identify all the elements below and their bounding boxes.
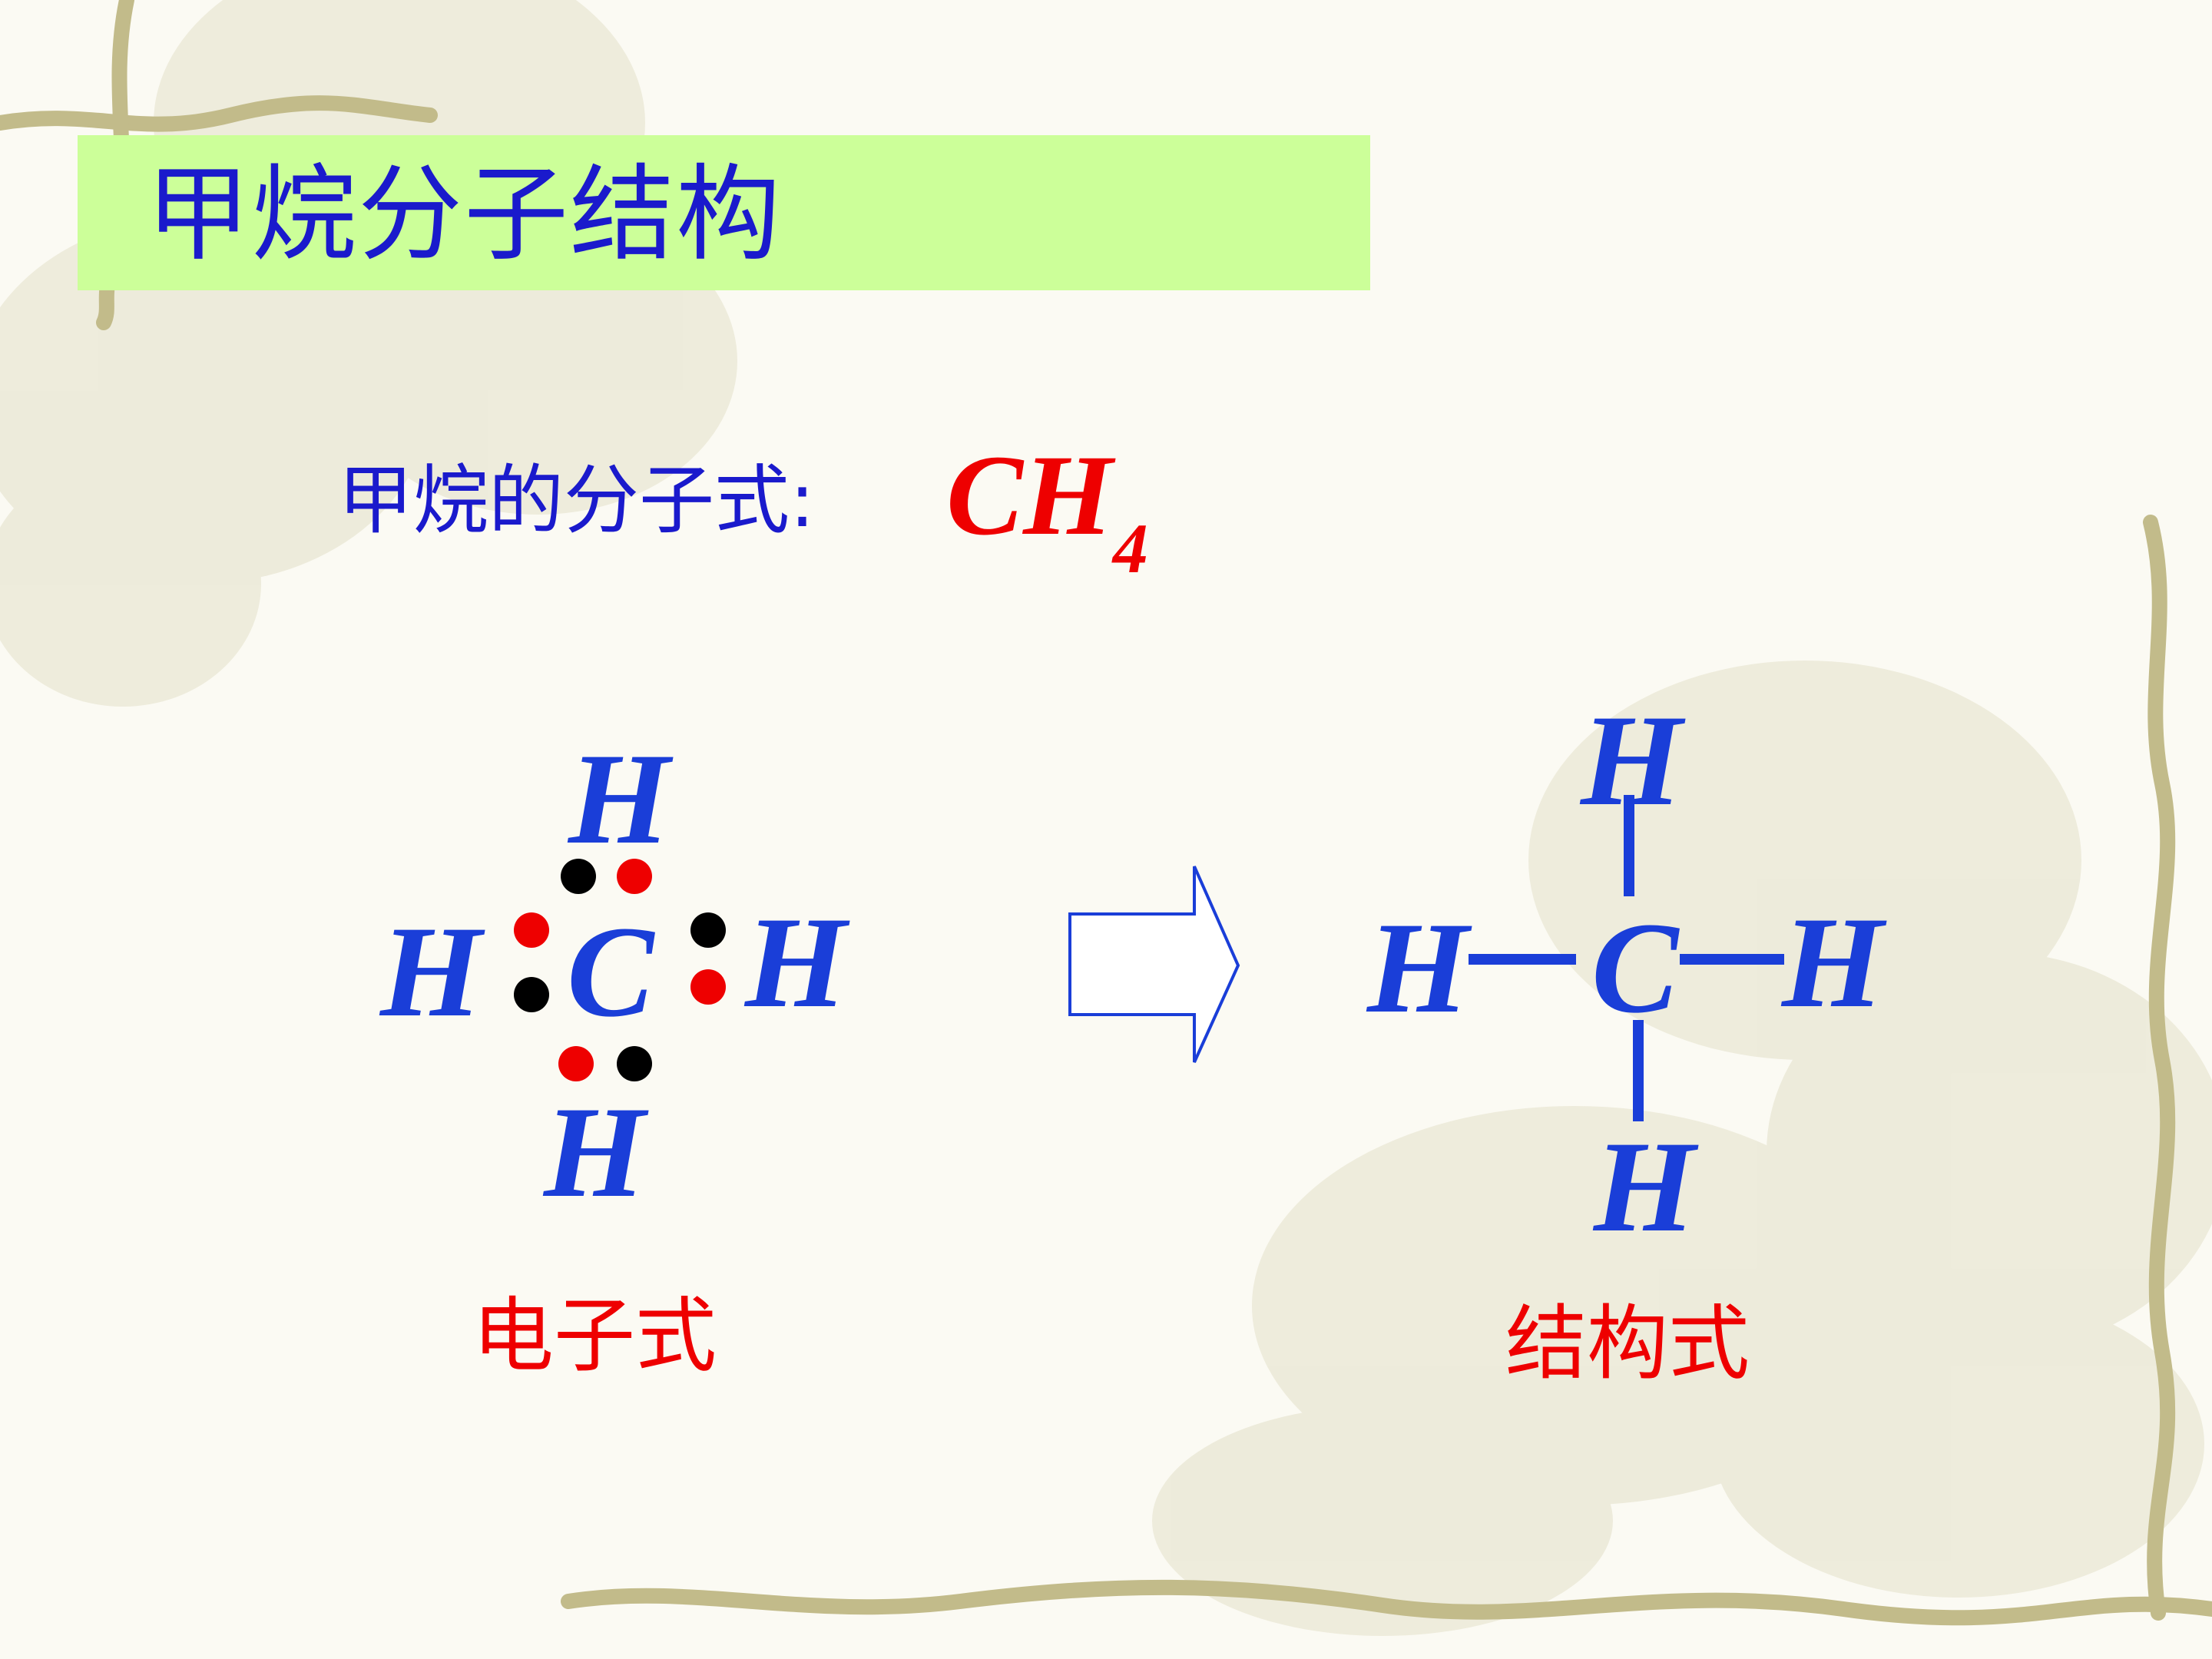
formula-subscript: 4 [1112, 509, 1148, 588]
structural-h-bottom: H [1594, 1114, 1696, 1259]
structural-h-right: H [1782, 890, 1884, 1035]
electron-h-left: H [380, 899, 482, 1044]
electron-dot-carbon [514, 977, 549, 1012]
electron-c-center: C [567, 899, 654, 1044]
structural-c-center: C [1591, 896, 1679, 1040]
structural-formula-caption: 结构式 [1505, 1296, 1750, 1391]
molecular-formula: CH4 [946, 430, 1148, 588]
electron-formula-caption: 电子式 [472, 1289, 717, 1383]
slide-title: 甲烷分子结构 [146, 154, 782, 276]
electron-dot-hydrogen [617, 859, 652, 894]
electron-dot-carbon [690, 912, 726, 948]
bond-top [1624, 795, 1634, 896]
electron-dot-hydrogen [514, 912, 549, 948]
electron-h-top: H [568, 727, 671, 871]
bond-bottom [1633, 1020, 1644, 1121]
electron-dot-carbon [561, 859, 596, 894]
electron-dot-carbon [617, 1046, 652, 1081]
electron-h-bottom: H [544, 1080, 646, 1224]
hollow-right-arrow-icon [1068, 866, 1240, 1063]
bond-right [1680, 954, 1784, 965]
formula-main: CH [946, 432, 1113, 559]
electron-dot-hydrogen [690, 969, 726, 1005]
electron-h-right: H [745, 890, 847, 1035]
electron-dot-hydrogen [558, 1046, 594, 1081]
molecular-formula-label: 甲烷的分子式: [338, 457, 816, 545]
structural-h-left: H [1367, 896, 1469, 1040]
title-band [78, 135, 1370, 290]
bond-left [1469, 954, 1576, 965]
